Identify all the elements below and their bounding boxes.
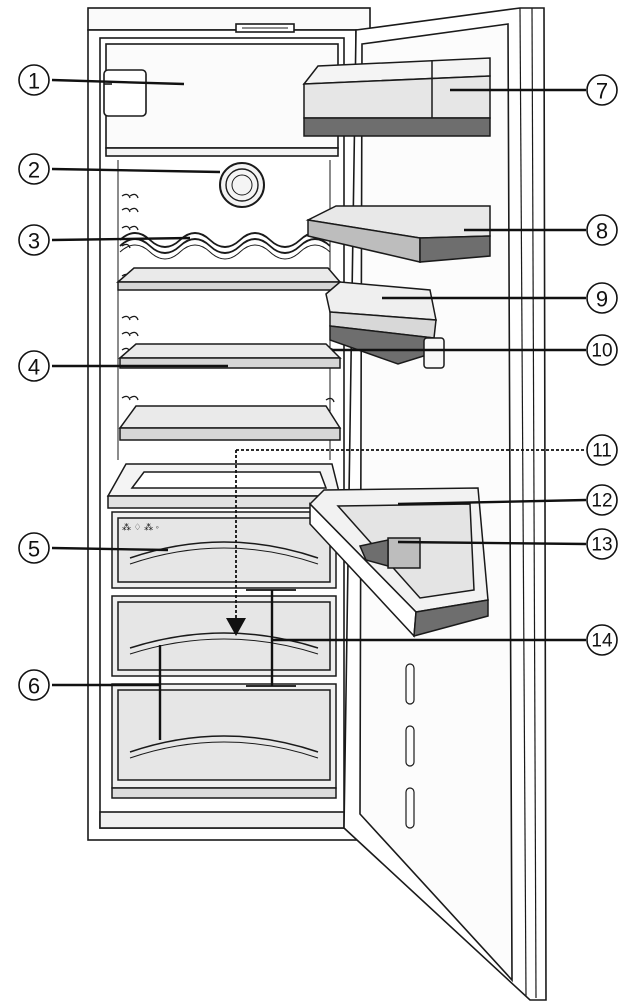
glass-shelf-upper — [116, 267, 342, 283]
callout-8-label: 8 — [596, 219, 608, 244]
callout-10: 10 — [586, 334, 618, 366]
callout-6: 6 — [18, 669, 50, 701]
callout-8: 8 — [586, 214, 618, 246]
callout-1-label: 1 — [28, 69, 40, 94]
callout-4: 4 — [18, 350, 50, 382]
callout-9-label: 9 — [596, 287, 608, 312]
callout-9: 9 — [586, 282, 618, 314]
butter-compartment — [325, 281, 445, 369]
drawers: ⁂ ♢ ⁂ ◦ — [111, 511, 337, 799]
callout-2-label: 2 — [28, 158, 40, 183]
callout-14-label: 14 — [591, 631, 613, 652]
callout-13-label: 13 — [591, 535, 612, 556]
crisper-cover — [106, 463, 341, 509]
shelf-supports — [121, 193, 335, 403]
freezer-latch — [103, 69, 147, 117]
callout-7-label: 7 — [596, 79, 608, 104]
callout-14: 14 — [586, 624, 618, 656]
glass-shelf-lower — [118, 405, 342, 429]
callout-13: 13 — [586, 528, 618, 560]
callout-6-label: 6 — [28, 674, 40, 699]
bottle-rack — [119, 232, 331, 260]
callout-12-label: 12 — [591, 491, 612, 512]
glass-shelf-middle — [118, 343, 342, 359]
cabinet-top-lid — [87, 7, 371, 31]
callout-2: 2 — [18, 153, 50, 185]
callout-4-label: 4 — [28, 355, 40, 380]
bottle-holder — [423, 337, 445, 369]
callout-3-label: 3 — [28, 229, 40, 254]
arrow-head-11 — [226, 618, 246, 636]
callout-11-label: 11 — [592, 441, 612, 462]
callout-7: 7 — [586, 74, 618, 106]
svg-text:⁂ ♢ ⁂ ◦: ⁂ ♢ ⁂ ◦ — [122, 522, 159, 532]
callout-5: 5 — [18, 532, 50, 564]
callout-1: 1 — [18, 64, 50, 96]
callout-11: 11 — [586, 434, 618, 466]
callout-3: 3 — [18, 224, 50, 256]
glass-shelves — [116, 267, 342, 441]
bottle-balcony — [308, 487, 489, 638]
door-box — [302, 57, 491, 137]
callout-12: 12 — [586, 484, 618, 516]
callout-10-label: 10 — [591, 341, 612, 362]
callout-5-label: 5 — [28, 537, 40, 562]
fan-unit — [219, 162, 265, 208]
leader-lines — [51, 78, 587, 740]
cabinet-plinth — [99, 811, 345, 829]
door-shelf — [305, 205, 491, 263]
